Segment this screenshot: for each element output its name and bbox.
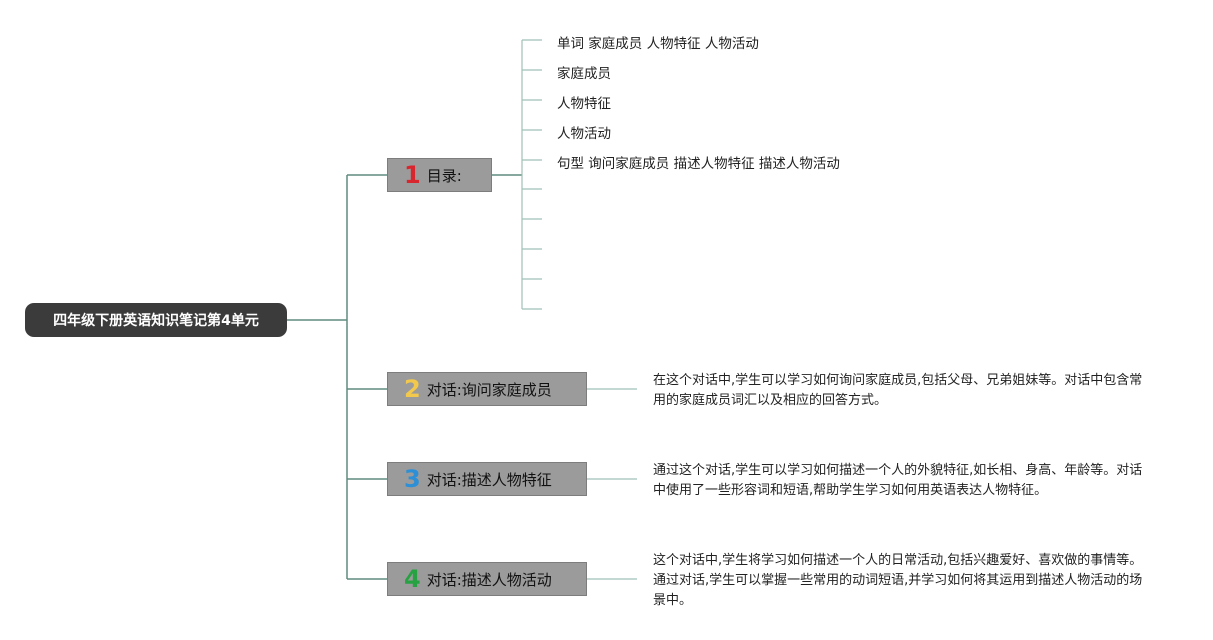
number-3-icon: 3: [404, 465, 421, 493]
leaf-4[interactable]: 人物活动: [557, 126, 611, 142]
branch-2-label: 对话:询问家庭成员: [426, 380, 552, 399]
leaf-2[interactable]: 家庭成员: [557, 66, 611, 82]
number-1-icon: 1: [404, 161, 421, 189]
branch-4-topic[interactable]: 4 对话:描述人物活动: [387, 562, 587, 596]
branch-3-description[interactable]: 通过这个对话,学生可以学习如何描述一个人的外貌特征,如长相、身高、年龄等。对话中…: [653, 463, 1143, 498]
branch-3-topic[interactable]: 3 对话:描述人物特征: [387, 462, 587, 496]
branch-4-description[interactable]: 这个对话中,学生将学习如何描述一个人的日常活动,包括兴趣爱好、喜欢做的事情等。通…: [653, 553, 1143, 608]
leaf-3[interactable]: 人物特征: [557, 96, 611, 112]
branch-1-topic[interactable]: 1 目录:: [387, 158, 492, 192]
branch-1-label: 目录:: [426, 166, 462, 185]
branch-3-label: 对话:描述人物特征: [426, 470, 552, 489]
branch-2-topic[interactable]: 2 对话:询问家庭成员: [387, 372, 587, 406]
root-topic[interactable]: 四年级下册英语知识笔记第4单元: [25, 303, 287, 337]
number-2-icon: 2: [404, 375, 421, 403]
leaf-1[interactable]: 单词 家庭成员 人物特征 人物活动: [557, 36, 759, 52]
leaf-5[interactable]: 句型 询问家庭成员 描述人物特征 描述人物活动: [557, 156, 840, 172]
root-title: 四年级下册英语知识笔记第4单元: [53, 313, 259, 329]
branch-2-description[interactable]: 在这个对话中,学生可以学习如何询问家庭成员,包括父母、兄弟姐妹等。对话中包含常用…: [653, 373, 1143, 408]
branch-4-label: 对话:描述人物活动: [426, 570, 552, 589]
number-4-icon: 4: [404, 565, 421, 593]
